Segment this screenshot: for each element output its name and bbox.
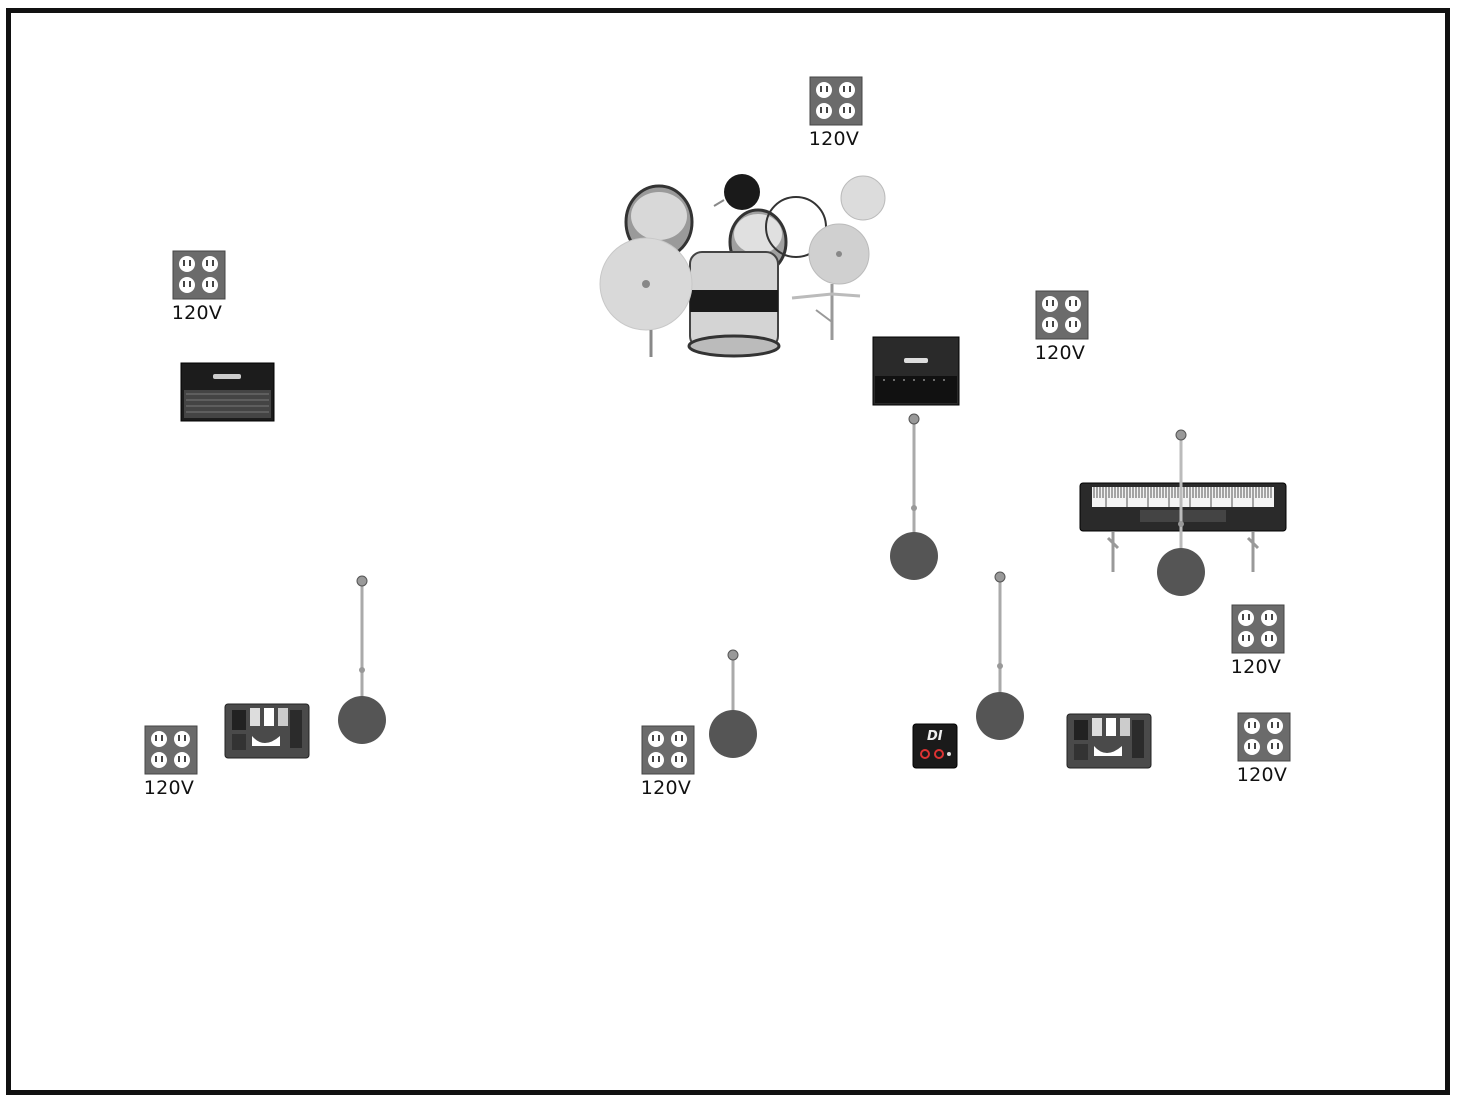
power-outlet-icon: [809, 76, 863, 126]
outlet-voltage-label: 120V: [808, 128, 860, 150]
pedalboard-icon: [1066, 713, 1152, 769]
keyboard-icon: [1079, 482, 1287, 572]
outlet-voltage-label: 120V: [1236, 764, 1288, 786]
pedalboard-icon: [224, 703, 310, 759]
outlet-voltage-label: 120V: [1230, 656, 1282, 678]
mic-stand-icon: [709, 649, 757, 758]
power-outlet-icon: [1231, 604, 1285, 654]
guitar-amp-icon: [180, 362, 275, 422]
power-outlet-icon: [144, 725, 198, 775]
mic-stand-icon: [976, 571, 1024, 740]
outlet-voltage-label: 120V: [171, 302, 223, 324]
mic-stand-icon: [890, 413, 938, 580]
di-box-icon: DI: [912, 723, 958, 769]
mic-stand-icon: [338, 575, 386, 744]
power-outlet-icon: [641, 725, 695, 775]
outlet-voltage-label: 120V: [143, 777, 195, 799]
drum-kit-icon: [599, 174, 886, 358]
outlet-voltage-label: 120V: [1034, 342, 1086, 364]
power-outlet-icon: [1035, 290, 1089, 340]
power-outlet-icon: [1237, 712, 1291, 762]
mic-stand-icon: [1157, 429, 1205, 596]
di-box-label: DI: [927, 729, 943, 744]
power-outlet-icon: [172, 250, 226, 300]
stage-border: [6, 8, 1450, 1095]
outlet-voltage-label: 120V: [640, 777, 692, 799]
guitar-amp-icon: [872, 336, 960, 406]
